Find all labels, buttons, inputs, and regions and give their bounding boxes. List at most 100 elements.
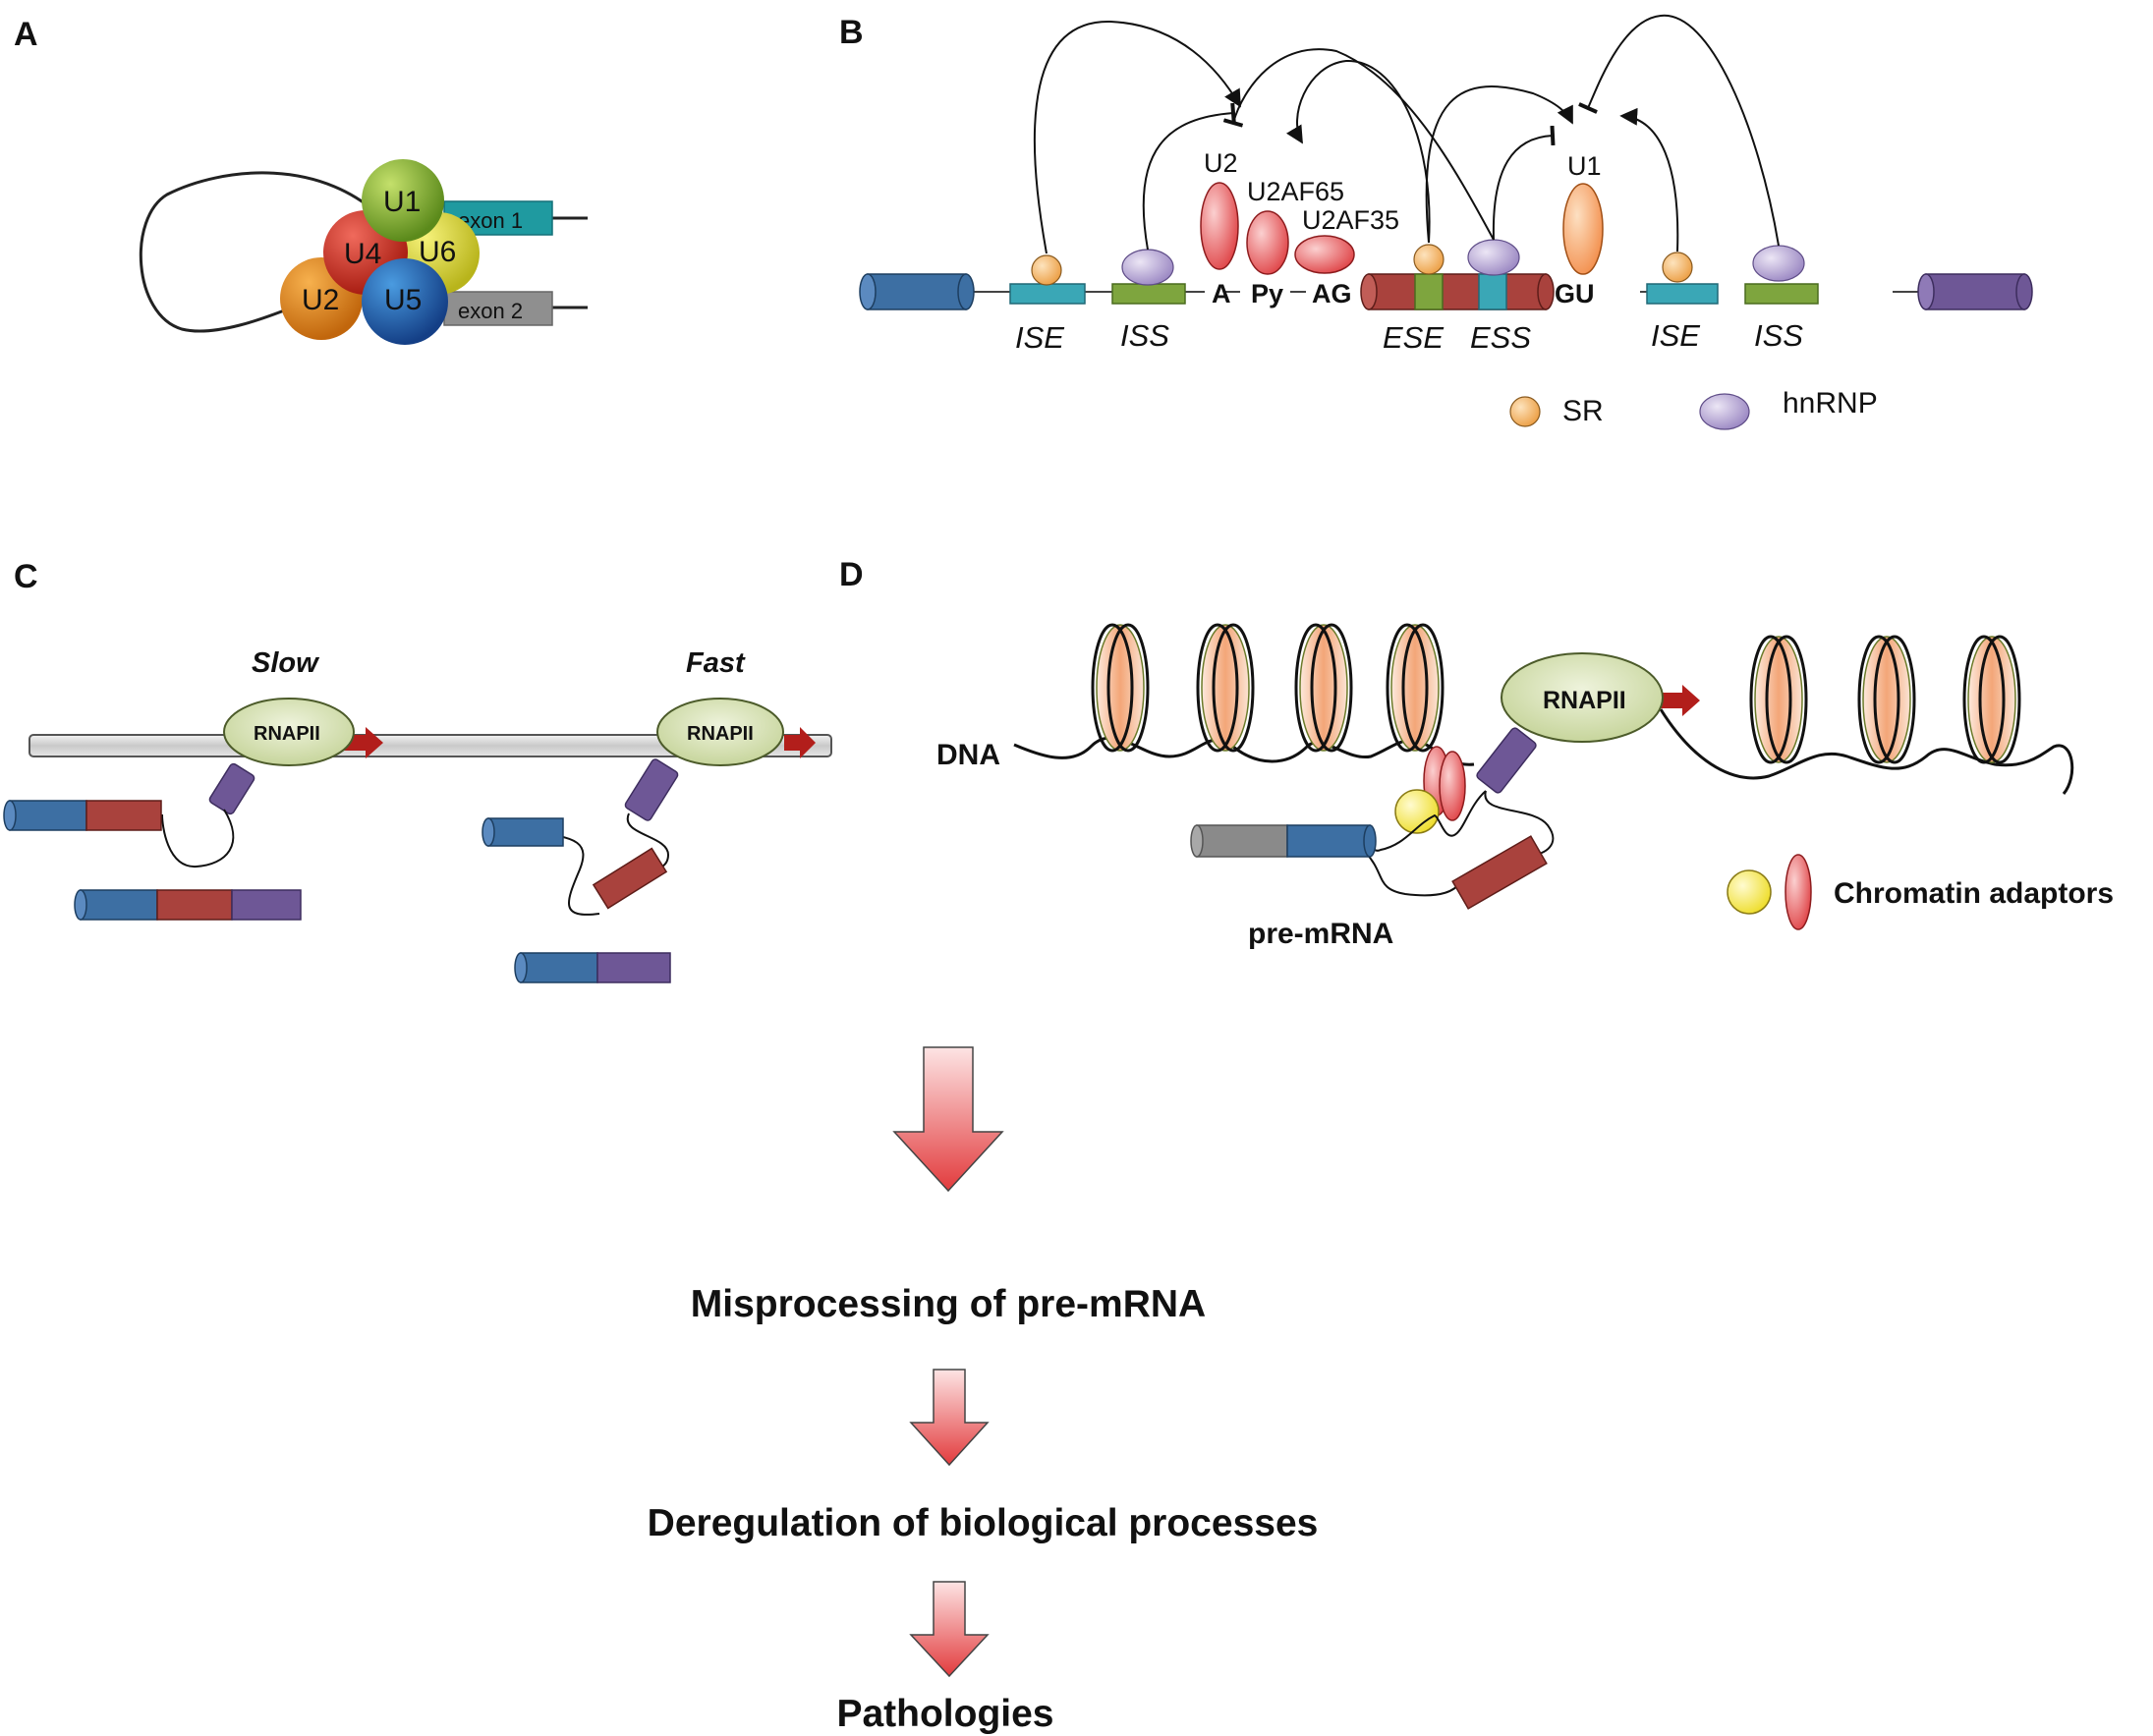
u2-factor xyxy=(1200,182,1239,270)
u2-label: U2 xyxy=(1204,148,1238,178)
exon2-label: exon 2 xyxy=(458,299,523,323)
nucleosome-7 xyxy=(1962,635,2021,764)
dna-label: DNA xyxy=(936,739,1000,771)
pre-mrna-strand-b xyxy=(1484,790,1555,856)
ess-inhibits-u2af-arrow xyxy=(1222,48,1495,241)
panel-d-chromatin: DNA xyxy=(936,623,2114,950)
pre-mrna-red-exon xyxy=(1451,835,1548,910)
acceptor-ag: AG xyxy=(1312,279,1352,308)
u5-label: U5 xyxy=(384,284,422,316)
panel-b-splicing-regulation: U2 U2AF65 U2AF35 U1 A Py AG GU ISE ISS E… xyxy=(859,14,2033,430)
u2af65-label: U2AF65 xyxy=(1247,177,1344,206)
iss-label-left: ISS xyxy=(1120,318,1169,353)
fast-nascent-exon2 xyxy=(592,847,668,910)
alternative-exon xyxy=(1368,273,1547,310)
d-rnapii-label: RNAPII xyxy=(1543,687,1626,714)
slow-rnapii-label: RNAPII xyxy=(254,723,320,745)
pre-mrna-strand-c xyxy=(1365,852,1460,897)
iss-label-right: ISS xyxy=(1754,318,1803,353)
legend-sr-label: SR xyxy=(1562,395,1604,427)
iss-inhibits-u2-arrow xyxy=(1142,102,1236,251)
pre-mrna-blue-exon xyxy=(1286,824,1371,858)
pre-mrna-label: pre-mRNA xyxy=(1248,918,1393,950)
fast-rnapii-label: RNAPII xyxy=(687,723,754,745)
panel-label-a: A xyxy=(14,16,38,53)
legend-red-adaptor-icon xyxy=(1785,854,1812,930)
ese-activates-u1-arrow xyxy=(1425,85,1573,244)
slow-rnapii xyxy=(223,698,355,766)
u2af35-label: U2AF35 xyxy=(1302,205,1399,235)
downstream-exon xyxy=(1925,273,2025,310)
u6-label: U6 xyxy=(419,236,456,268)
u2af35-factor xyxy=(1294,235,1355,274)
flow-step-3: Pathologies xyxy=(836,1693,1053,1735)
u2-label: U2 xyxy=(302,284,339,316)
u1-snrnp xyxy=(362,159,444,242)
pre-mrna-grey-segment xyxy=(1196,824,1288,858)
ess-band xyxy=(1478,273,1507,310)
ise-box-left xyxy=(1009,283,1086,305)
consequence-flow: Misprocessing of pre-mRNA Deregulation o… xyxy=(648,1046,1318,1735)
fast-direction-arrow xyxy=(784,727,816,758)
intron-lariat xyxy=(139,171,390,333)
fast-mrna-exon1 xyxy=(520,952,598,983)
ise-box-right xyxy=(1646,283,1719,305)
d-direction-arrow xyxy=(1661,685,1700,716)
dna-strand-right xyxy=(1659,708,2074,795)
legend-hnrnp-icon xyxy=(1699,393,1750,430)
u1-factor xyxy=(1562,183,1604,275)
hnrnp-iss-right xyxy=(1752,245,1805,282)
down-arrow-3 xyxy=(909,1581,990,1678)
slow-ctd xyxy=(208,762,255,815)
nucleosome-3 xyxy=(1294,623,1353,753)
slow-label: Slow xyxy=(252,647,320,679)
iss-box-left xyxy=(1111,283,1186,305)
down-arrow-2 xyxy=(909,1369,990,1467)
hnrnp-ess xyxy=(1467,239,1520,276)
panel-label-b: B xyxy=(839,14,864,51)
flow-step-1: Misprocessing of pre-mRNA xyxy=(691,1283,1206,1325)
sr-protein-ese xyxy=(1413,244,1445,275)
ise-label-right: ISE xyxy=(1651,318,1700,353)
slow-mrna-exon3 xyxy=(231,889,302,921)
ese-band xyxy=(1414,273,1444,310)
u1-label: U1 xyxy=(383,186,421,218)
ess-label: ESS xyxy=(1470,320,1531,355)
adaptor-yellow xyxy=(1394,789,1440,834)
big-down-arrow xyxy=(892,1046,1004,1193)
ese-label: ESE xyxy=(1383,320,1444,355)
u1-label: U1 xyxy=(1567,151,1602,181)
fast-label: Fast xyxy=(686,647,746,679)
nucleosome-6 xyxy=(1857,635,1916,764)
legend-sr-icon xyxy=(1509,396,1541,427)
panel-label-c: C xyxy=(14,558,38,595)
ise-label-left: ISE xyxy=(1015,320,1064,355)
nucleosome-1 xyxy=(1091,623,1150,753)
nucleosome-2 xyxy=(1196,623,1255,753)
ess-inhibits-u1-arrow xyxy=(1492,125,1556,241)
nucleosome-5 xyxy=(1749,635,1808,764)
adaptor-red-2 xyxy=(1439,751,1466,821)
sr-protein-ise-left xyxy=(1031,254,1062,286)
fast-rnapii xyxy=(656,698,784,766)
fast-nascent-exon1 xyxy=(487,817,564,847)
panel-c-elongation-rate: Slow RNAPII Fast RNAPII xyxy=(3,647,832,983)
sr-protein-ise-right xyxy=(1662,252,1693,283)
u5-snrnp xyxy=(362,258,448,345)
legend-adaptors-label: Chromatin adaptors xyxy=(1834,877,2114,910)
slow-mrna-exon2 xyxy=(156,889,233,921)
d-ctd xyxy=(1476,727,1537,794)
fast-mrna-exon3 xyxy=(596,952,671,983)
panel-label-d: D xyxy=(839,556,864,593)
fast-ctd xyxy=(624,758,679,821)
slow-mrna-exon1 xyxy=(80,889,158,921)
u2af65-factor xyxy=(1246,210,1289,275)
fast-transcript-b xyxy=(528,832,600,916)
donor-gu: GU xyxy=(1555,279,1595,308)
iss-box-right xyxy=(1744,283,1819,305)
exon2-box xyxy=(443,291,553,326)
panel-a-spliceosome: exon 1 exon 2 U1 U4 U6 U2 U5 xyxy=(139,159,588,345)
nucleosome-4 xyxy=(1386,623,1445,753)
iss-inhibits-u1-arrow xyxy=(1578,14,1780,247)
